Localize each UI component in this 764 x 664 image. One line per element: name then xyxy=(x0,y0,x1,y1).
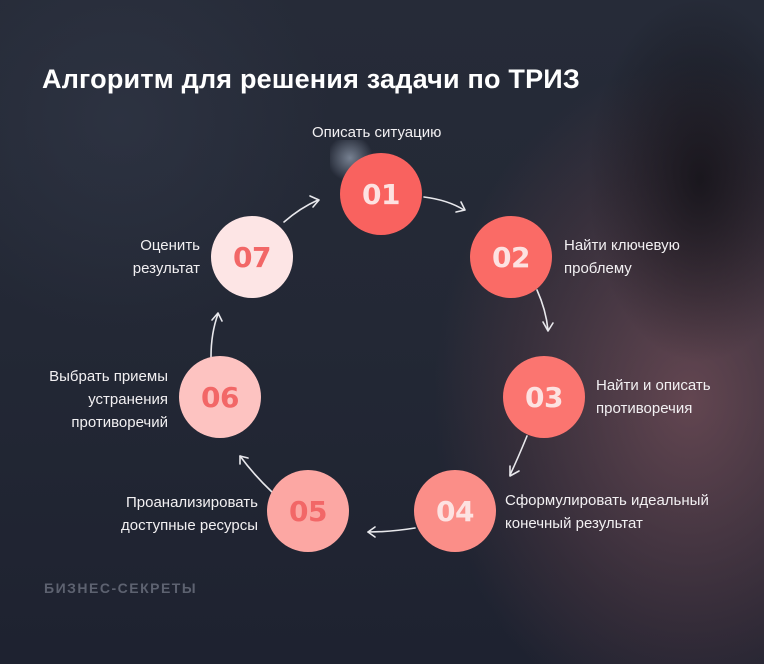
arrow-02-03 xyxy=(536,289,549,331)
step-05-label: Проанализировать доступные ресурсы xyxy=(121,494,258,534)
arrow-04-05 xyxy=(367,527,416,533)
step-03-circle: 03 xyxy=(503,356,585,438)
step-number: 02 xyxy=(492,240,530,274)
arrow-01-02 xyxy=(423,196,465,211)
arrow-06-07 xyxy=(210,313,219,358)
step-07-label: Оценить результат xyxy=(132,237,200,277)
step-04-circle: 04 xyxy=(414,470,496,552)
step-06-circle: 06 xyxy=(179,356,261,438)
arrow-05-06 xyxy=(239,455,273,493)
step-01-circle: 01 xyxy=(340,153,422,235)
step-number: 05 xyxy=(289,494,327,528)
arrow-03-04 xyxy=(509,435,528,476)
brand-logo: БИЗНЕС-СЕКРЕТЫ xyxy=(44,580,198,596)
step-number: 06 xyxy=(201,380,239,414)
step-number: 03 xyxy=(525,380,563,414)
step-06-label: Выбрать приемы устранения противоречий xyxy=(49,368,168,431)
step-number: 04 xyxy=(436,494,474,528)
page-title: Алгоритм для решения задачи по ТРИЗ xyxy=(42,64,581,94)
step-05-circle: 05 xyxy=(267,470,349,552)
step-07-circle: 07 xyxy=(211,216,293,298)
arrow-07-01 xyxy=(283,199,319,223)
step-03-label: Найти и описать противоречия xyxy=(596,377,711,417)
step-number: 07 xyxy=(233,240,271,274)
step-number: 01 xyxy=(362,177,400,211)
step-02-label: Найти ключевую проблему xyxy=(564,237,680,277)
step-02-circle: 02 xyxy=(470,216,552,298)
step-01-label: Описать ситуацию xyxy=(312,124,442,141)
step-04-label: Сформулировать идеальный конечный резуль… xyxy=(505,492,709,532)
